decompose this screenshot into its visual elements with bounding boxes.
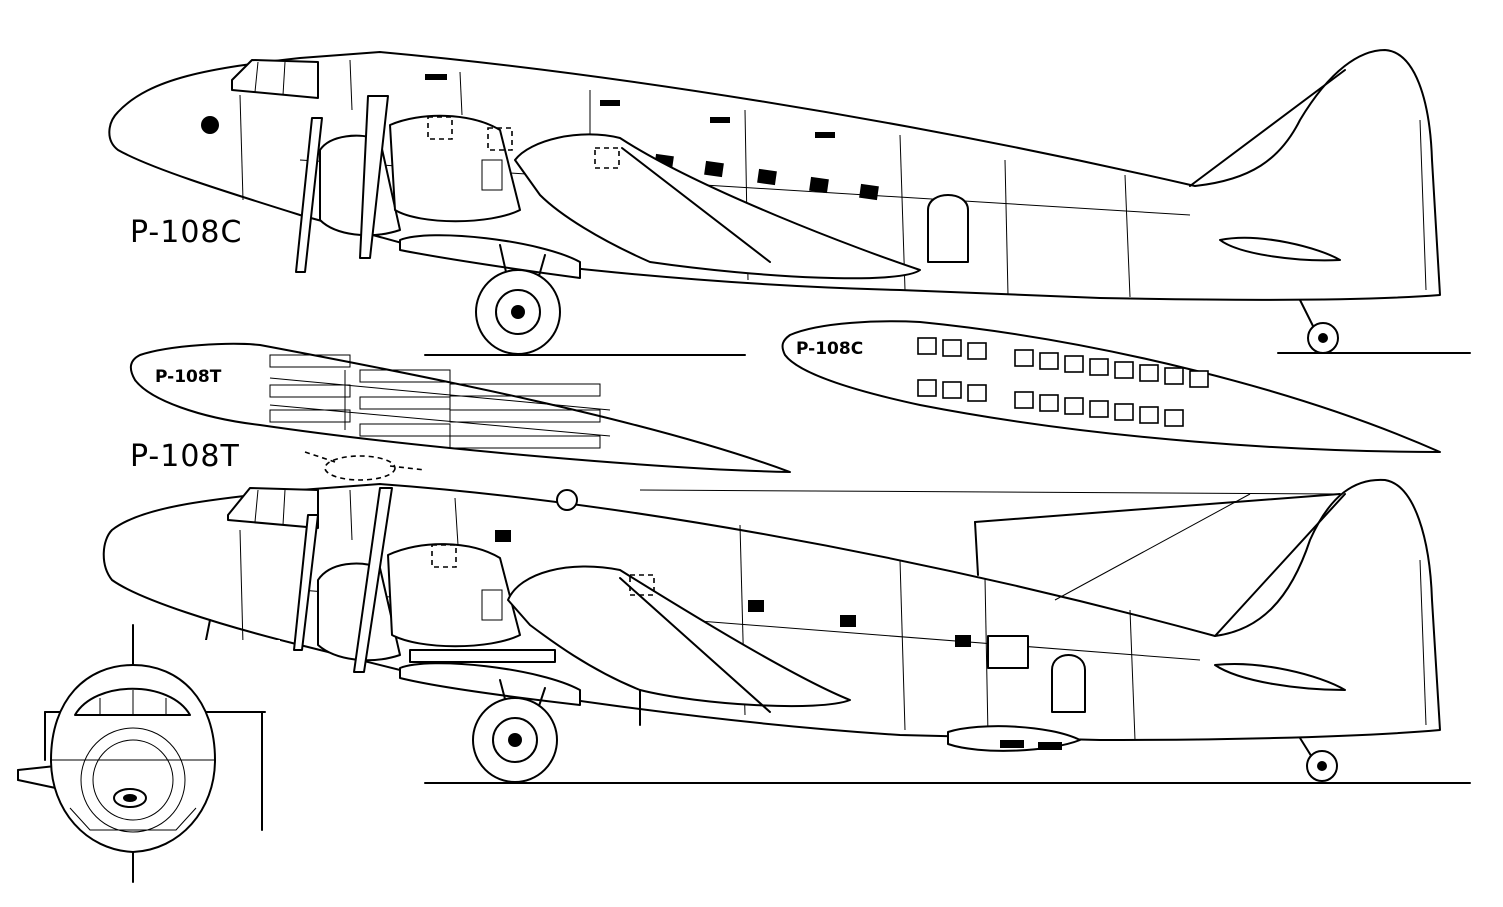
p108c-inner-engine (389, 114, 521, 223)
p108t-propeller-2 (353, 487, 393, 673)
p108c-propeller-1 (295, 117, 323, 273)
p108t-cabin-windows (495, 530, 971, 647)
p108t-inner-engine (387, 543, 521, 648)
p108t-cargo-plan: P-108T (129, 342, 791, 473)
p108c-nose-marking-icon (201, 116, 219, 134)
p108t-cargo-plan-label: P-108T (155, 367, 222, 387)
p108c-side-view-label: P-108C (130, 215, 242, 250)
p108t-outer-engine (317, 562, 401, 662)
p108c-seat-grid (917, 337, 1209, 427)
p108c-passenger-plan-label: P-108C (796, 339, 863, 359)
p108t-side-view-label: P-108T (130, 439, 240, 474)
p108t-cabin-door (1051, 654, 1086, 713)
p108c-cockpit-window (231, 59, 319, 99)
p108c-tail-wheel (1299, 299, 1339, 354)
p108t-tail-wheel (1299, 737, 1338, 782)
p108t-dorsal-turret (556, 489, 578, 511)
p108c-cabin-door (927, 194, 969, 263)
p108t-side-view: P-108T (102, 439, 1471, 784)
p108t-cargo-hatch (987, 635, 1029, 669)
front-view (0, 624, 280, 907)
p108t-cockpit-window (227, 487, 319, 529)
p108t-propeller-1 (293, 514, 319, 651)
p108c-side-view: P-108C (108, 49, 1471, 356)
p108t-wing (507, 565, 851, 708)
p108c-propeller-2 (359, 95, 389, 259)
p108c-wing (514, 133, 921, 280)
p108c-passenger-plan: P-108C (781, 320, 1441, 453)
